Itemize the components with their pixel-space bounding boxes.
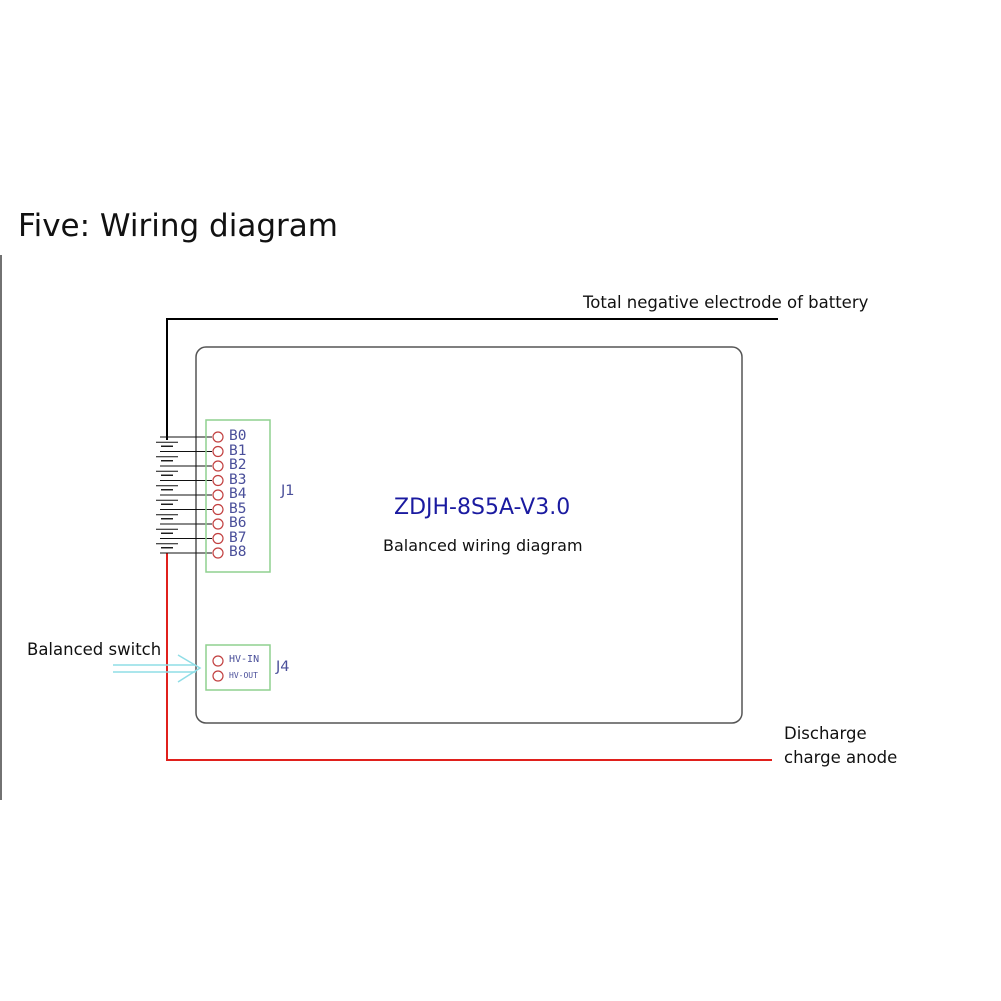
charge-anode-label: charge anode [784,748,898,767]
j1-pin-b0-circle [212,431,224,443]
balanced-switch-arrow [113,654,202,683]
pcb-board-outline [195,346,743,724]
j1-pin-b7-circle [212,532,224,545]
j1-pin-b0-label: B0 [229,428,247,444]
j4-pin-hv-in-circle [212,655,224,667]
board-subtitle: Balanced wiring diagram [383,536,583,555]
j1-pin-b2-circle [212,460,224,472]
total-negative-label: Total negative electrode of battery [583,293,869,312]
page-heading: Five: Wiring diagram [18,208,338,244]
j1-pin-b5-circle [212,503,224,516]
connector-j1-ref: J1 [281,483,295,499]
j1-pin-b5-label: B5 [229,500,247,517]
j1-pin-b6-label: B6 [229,515,247,531]
battery-cell-stack [156,436,212,554]
balanced-switch-label: Balanced switch [27,640,162,659]
j1-pin-b4-label: B4 [229,486,247,502]
j1-pin-b4-circle [212,489,224,501]
negative-wire [166,318,778,440]
j1-pin-b6-circle [212,518,224,530]
connector-j4-box [205,644,271,691]
j1-pin-b1-circle [212,445,224,458]
j1-pin-b3-label: B3 [229,471,247,488]
j1-pin-b7-label: B7 [229,529,247,546]
positive-wire [166,553,772,761]
j1-pin-b8-label: B8 [229,544,247,560]
j4-pin-hv-out-circle [212,670,224,682]
j1-pin-b2-label: B2 [229,457,247,473]
discharge-label: Discharge [784,724,867,743]
j1-pin-b1-label: B1 [229,442,247,459]
connector-j4-ref: J4 [276,659,290,675]
j4-pin-hv-out-label: HV-OUT [229,671,258,680]
j1-pin-b8-circle [212,547,224,559]
connector-j1-box [205,419,271,573]
board-model-number: ZDJH-8S5A-V3.0 [394,495,571,520]
j4-pin-hv-in-label: HV-IN [229,654,260,665]
j1-pin-b3-circle [212,474,224,487]
